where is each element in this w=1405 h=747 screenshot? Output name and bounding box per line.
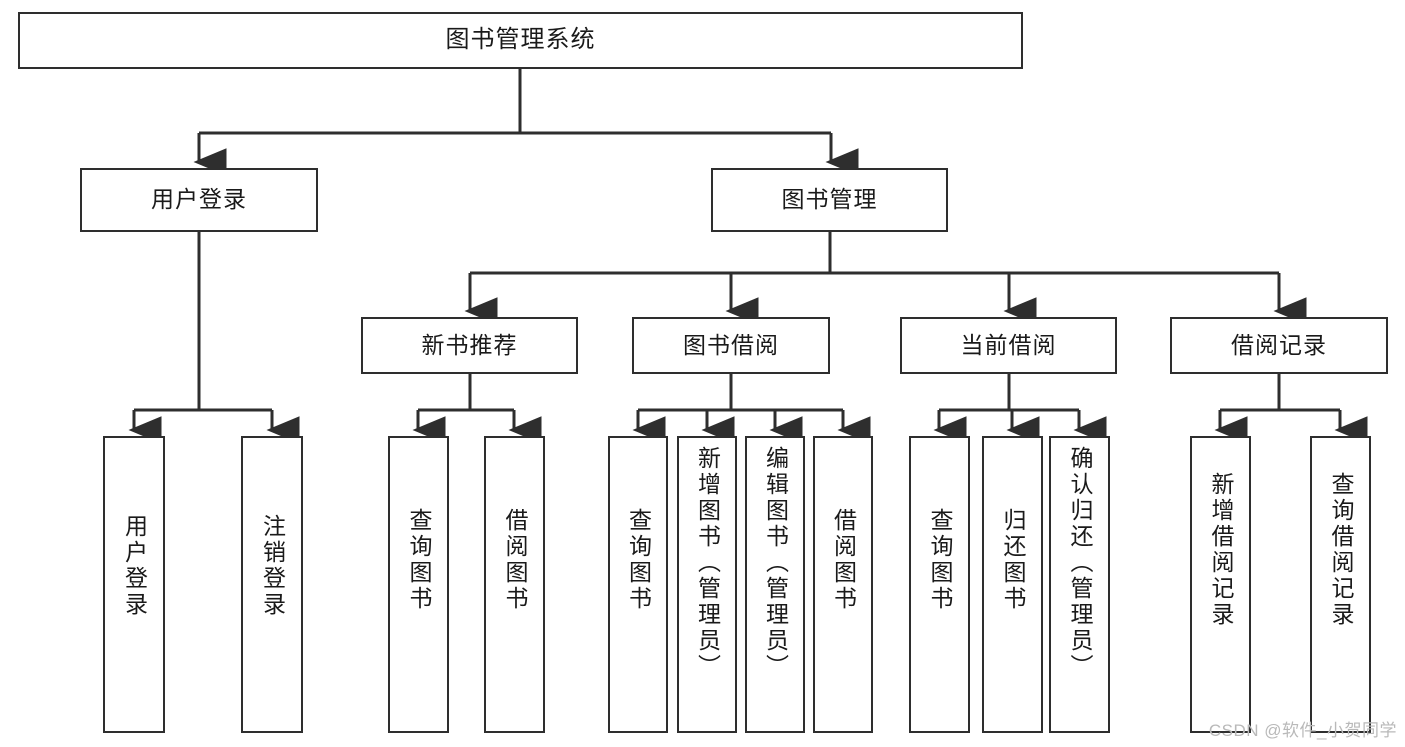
- node-root[interactable]: 图书管理系统: [18, 12, 1023, 69]
- node-leaf-edit-book[interactable]: 编辑图书（管理员）: [745, 436, 805, 733]
- node-leaf-query-record-label: 查询借阅记录: [1328, 472, 1354, 628]
- node-leaf-return-book[interactable]: 归还图书: [982, 436, 1043, 733]
- node-leaf-query-book-1-label: 查询图书: [406, 508, 432, 612]
- node-new-book-rec[interactable]: 新书推荐: [361, 317, 578, 374]
- node-leaf-edit-book-label: 编辑图书（管理员）: [762, 446, 789, 680]
- node-new-book-rec-label: 新书推荐: [421, 331, 518, 358]
- node-book-manage[interactable]: 图书管理: [711, 168, 948, 232]
- node-book-borrow[interactable]: 图书借阅: [632, 317, 830, 374]
- node-user-login[interactable]: 用户登录: [80, 168, 318, 232]
- node-leaf-query-book-1[interactable]: 查询图书: [388, 436, 449, 733]
- node-book-manage-label: 图书管理: [781, 186, 878, 213]
- node-book-borrow-label: 图书借阅: [683, 331, 779, 358]
- node-borrow-record-label: 借阅记录: [1231, 331, 1327, 358]
- node-leaf-query-book-3-label: 查询图书: [927, 508, 953, 612]
- node-leaf-add-record[interactable]: 新增借阅记录: [1190, 436, 1251, 733]
- node-leaf-borrow-book-1[interactable]: 借阅图书: [484, 436, 545, 733]
- node-leaf-confirm-return-label: 确认归还（管理员）: [1067, 446, 1093, 680]
- node-leaf-query-book-2[interactable]: 查询图书: [608, 436, 668, 733]
- node-current-borrow[interactable]: 当前借阅: [900, 317, 1117, 374]
- node-leaf-add-book-label: 新增图书（管理员）: [694, 446, 721, 680]
- node-current-borrow-label: 当前借阅: [960, 331, 1057, 358]
- node-borrow-record[interactable]: 借阅记录: [1170, 317, 1388, 374]
- node-leaf-borrow-book-2[interactable]: 借阅图书: [813, 436, 873, 733]
- node-leaf-add-book[interactable]: 新增图书（管理员）: [677, 436, 737, 733]
- node-leaf-user-logout[interactable]: 注销登录: [241, 436, 303, 733]
- node-leaf-user-logout-label: 注销登录: [259, 514, 286, 618]
- node-root-label: 图书管理系统: [445, 26, 596, 54]
- node-leaf-add-record-label: 新增借阅记录: [1208, 472, 1234, 628]
- node-leaf-user-login[interactable]: 用户登录: [103, 436, 165, 733]
- node-leaf-borrow-book-2-label: 借阅图书: [830, 508, 857, 612]
- node-leaf-user-login-label: 用户登录: [121, 514, 148, 618]
- node-leaf-borrow-book-1-label: 借阅图书: [502, 508, 528, 612]
- watermark-text: CSDN @软件_小贺同学: [1208, 721, 1397, 740]
- node-leaf-query-record[interactable]: 查询借阅记录: [1310, 436, 1371, 733]
- node-leaf-query-book-2-label: 查询图书: [625, 508, 652, 612]
- node-leaf-query-book-3[interactable]: 查询图书: [909, 436, 970, 733]
- node-leaf-return-book-label: 归还图书: [1000, 508, 1026, 612]
- node-user-login-label: 用户登录: [151, 186, 247, 213]
- node-leaf-confirm-return[interactable]: 确认归还（管理员）: [1049, 436, 1110, 733]
